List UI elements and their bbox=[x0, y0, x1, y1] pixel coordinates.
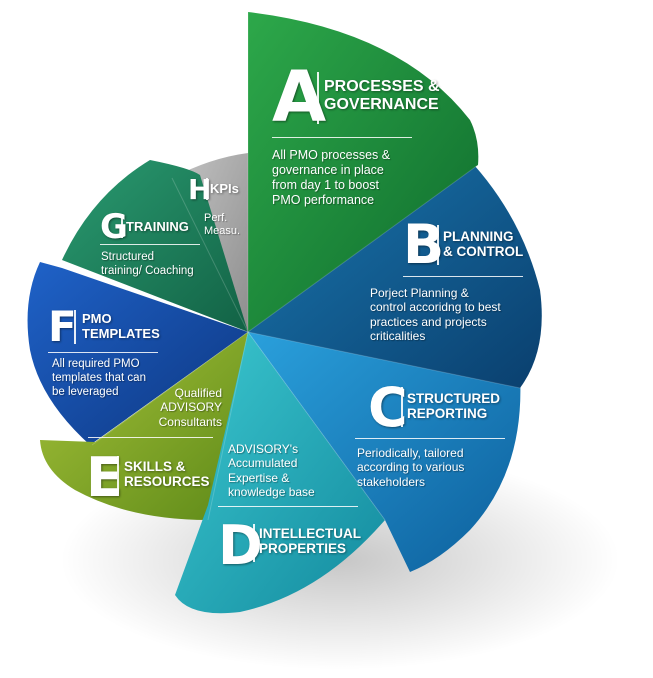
desc-structured-reporting: Periodically, tailored according to vari… bbox=[357, 446, 464, 489]
title-structured-reporting: STRUCTURED REPORTING bbox=[407, 391, 500, 421]
divider-a bbox=[317, 72, 319, 124]
title-e-line-1: SKILLS & bbox=[124, 459, 186, 474]
title-intellectual-properties: INTELLECTUAL PROPERTIES bbox=[259, 526, 361, 556]
desc-f-line-3: be leveraged bbox=[52, 385, 119, 398]
desc-processes-governance: All PMO processes & governance in place … bbox=[272, 148, 390, 208]
desc-c-line-1: Periodically, tailored bbox=[357, 446, 464, 460]
title-skills-resources: SKILLS & RESOURCES bbox=[124, 459, 210, 489]
letter-e: E bbox=[86, 446, 123, 509]
title-d-line-1: INTELLECTUAL bbox=[259, 526, 361, 541]
letter-h: H bbox=[188, 173, 212, 206]
desc-training: Structured training/ Coaching bbox=[101, 251, 194, 279]
title-training: TRAINING bbox=[126, 219, 189, 235]
segment-f-templates bbox=[27, 262, 248, 445]
desc-a-line-1: All PMO processes & bbox=[272, 148, 391, 162]
title-planning-control: PLANNING & CONTROL bbox=[443, 229, 523, 259]
divider-c bbox=[401, 387, 403, 427]
rule-a bbox=[272, 137, 412, 138]
desc-g-line-2: training/ Coaching bbox=[101, 264, 194, 277]
desc-b-line-3: practices and projects bbox=[370, 314, 487, 329]
title-a-line-1: PROCESSES & bbox=[324, 78, 440, 95]
desc-e-line-1: Qualified bbox=[174, 386, 222, 400]
title-b-line-2: & CONTROL bbox=[443, 244, 524, 260]
desc-e-line-3: Consultants bbox=[158, 414, 222, 429]
desc-intellectual-properties: ADVISORY's Accumulated Expertise & knowl… bbox=[228, 442, 315, 500]
title-kpis: KPIs bbox=[210, 181, 239, 197]
desc-c-line-3: stakeholders bbox=[357, 474, 426, 489]
title-c-line-1: STRUCTURED bbox=[407, 391, 500, 406]
title-processes-governance: PROCESSES & GOVERNANCE bbox=[324, 78, 440, 114]
desc-d-line-4: knowledge base bbox=[228, 485, 315, 500]
title-c-line-2: REPORTING bbox=[407, 406, 488, 422]
title-h-line-1: KPIs bbox=[210, 181, 239, 196]
desc-planning-control: Porject Planning & control accoridng to … bbox=[370, 286, 501, 344]
desc-g-line-1: Structured bbox=[101, 251, 155, 263]
rule-c bbox=[355, 438, 505, 439]
desc-h-line-2: Measu. bbox=[204, 225, 241, 238]
desc-d-line-2: Accumulated bbox=[228, 456, 298, 471]
segment-b-planning bbox=[248, 150, 542, 388]
divider-d bbox=[253, 524, 255, 562]
desc-f-line-1: All required PMO bbox=[52, 358, 140, 370]
title-b-line-1: PLANNING bbox=[443, 229, 514, 244]
segment-g-training bbox=[62, 160, 248, 332]
rule-g bbox=[100, 244, 200, 245]
segment-d-intellectual bbox=[175, 332, 385, 614]
segment-a-processes bbox=[248, 12, 479, 332]
desc-c-line-2: according to various bbox=[357, 460, 465, 475]
title-a-line-2: GOVERNANCE bbox=[324, 95, 439, 113]
rule-b bbox=[403, 276, 523, 277]
desc-f-line-2: templates that can bbox=[52, 371, 146, 384]
title-f-line-2: TEMPLATES bbox=[82, 325, 160, 341]
title-e-line-2: RESOURCES bbox=[124, 474, 210, 490]
desc-a-line-3: from day 1 to boost bbox=[272, 178, 380, 192]
desc-b-line-1: Porject Planning & bbox=[370, 286, 469, 300]
rule-f bbox=[48, 352, 158, 353]
desc-d-line-1: ADVISORY's bbox=[228, 442, 299, 456]
title-pmo-templates: PMO TEMPLATES bbox=[82, 311, 160, 341]
desc-d-line-3: Expertise & bbox=[228, 470, 290, 485]
desc-pmo-templates: All required PMO templates that can be l… bbox=[52, 358, 146, 399]
segment-c-reporting bbox=[248, 332, 521, 572]
divider-e bbox=[117, 456, 119, 494]
desc-a-line-4: PMO performance bbox=[272, 193, 375, 207]
divider-g bbox=[121, 214, 123, 238]
desc-h-line-1: Perf. bbox=[204, 212, 228, 224]
desc-b-line-2: control accoridng to best bbox=[370, 300, 501, 315]
desc-b-line-4: criticalities bbox=[370, 329, 426, 344]
divider-b bbox=[437, 225, 439, 265]
letter-d: D bbox=[218, 514, 263, 577]
title-g-line-1: TRAINING bbox=[126, 219, 189, 234]
desc-skills-resources: Qualified ADVISORY Consultants bbox=[142, 386, 222, 429]
rule-d bbox=[218, 506, 358, 507]
title-d-line-2: PROPERTIES bbox=[259, 541, 347, 557]
letter-g: G bbox=[100, 207, 128, 247]
divider-h bbox=[206, 178, 208, 200]
desc-kpis: Perf. Measu. bbox=[204, 212, 240, 238]
letter-f: F bbox=[48, 302, 77, 351]
divider-f bbox=[74, 310, 76, 344]
rule-e bbox=[88, 437, 213, 438]
desc-e-line-2: ADVISORY bbox=[160, 400, 222, 415]
desc-a-line-2: governance in place bbox=[272, 163, 384, 177]
title-f-line-1: PMO bbox=[82, 311, 112, 326]
segment-e-skills bbox=[40, 332, 248, 520]
